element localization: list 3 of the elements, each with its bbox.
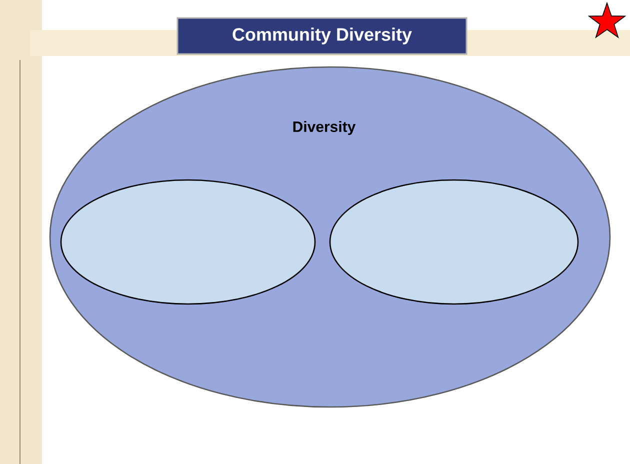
title-banner: Community Diversity xyxy=(176,17,468,55)
ellipse xyxy=(60,179,316,305)
ellipse xyxy=(329,179,579,305)
